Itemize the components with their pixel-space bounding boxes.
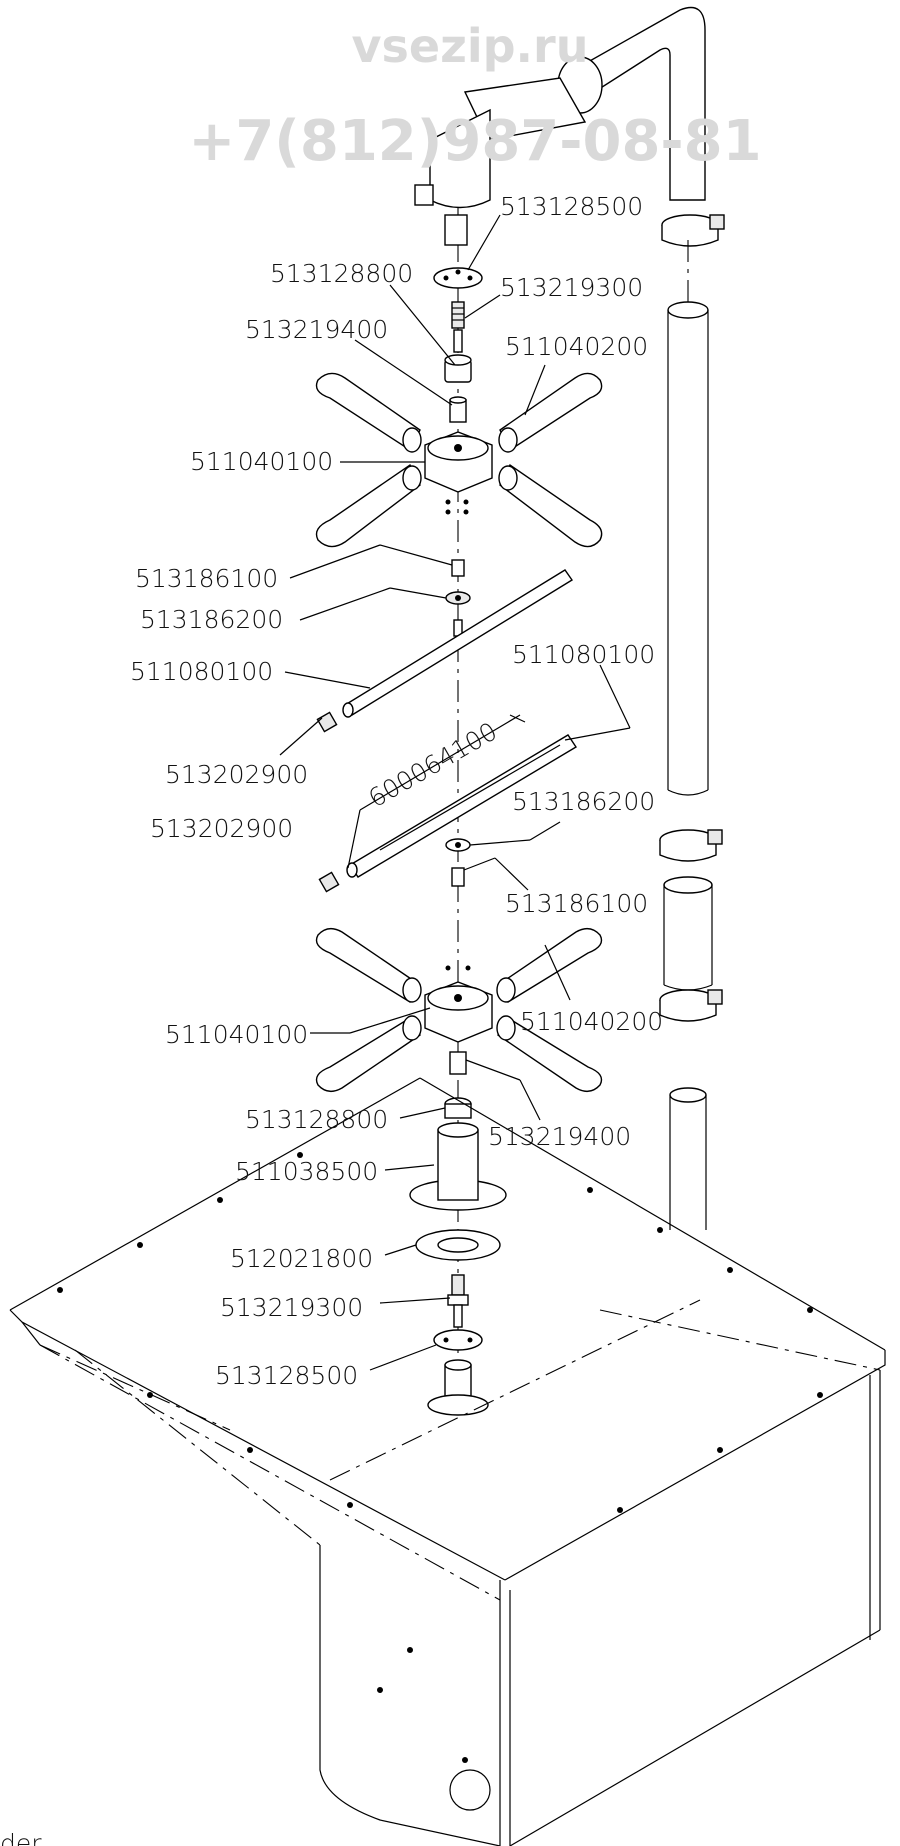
callout-label: 511038500 <box>235 1157 378 1186</box>
crossbar-tube <box>342 569 573 718</box>
end-cap <box>316 711 338 733</box>
spacer-upper <box>451 559 465 577</box>
spacer-lower <box>451 867 465 887</box>
hose-clamp <box>659 989 723 1022</box>
lower-spray-arm <box>315 927 603 1093</box>
callout-label: 513128800 <box>245 1105 388 1134</box>
callout-label: 513186100 <box>135 564 278 593</box>
slotted-bar <box>346 734 577 878</box>
callout-label: 513219300 <box>220 1293 363 1322</box>
washer-lower <box>445 838 471 852</box>
watermark-phone: +7(812)987-08-81 <box>188 109 761 174</box>
supply-pipe-assembly <box>463 6 725 1230</box>
vertical-pipe <box>667 301 709 796</box>
leader-lines <box>279 214 631 1371</box>
bearing-plate-top <box>433 267 483 289</box>
bottom-fitting <box>427 1359 489 1416</box>
washer-upper <box>445 591 471 605</box>
callout-label: 511080100 <box>512 640 655 669</box>
tank-frame <box>9 1077 886 1846</box>
threaded-axle-top <box>451 301 465 353</box>
bushing-top <box>449 396 467 423</box>
callout-label: 513128500 <box>500 192 643 221</box>
upper-fitting <box>414 108 491 246</box>
pipe-sleeve <box>663 876 713 991</box>
bearing-plate-lower <box>433 1329 483 1351</box>
callout-label: 511080100 <box>130 657 273 686</box>
gasket <box>415 1229 501 1261</box>
hose-clamp <box>661 214 725 247</box>
pipe-stub <box>669 1087 707 1230</box>
callout-label: 513202900 <box>150 814 293 843</box>
end-cap-lower <box>318 871 340 893</box>
bushing-lower <box>449 1051 467 1075</box>
callout-label: 511040200 <box>520 1007 663 1036</box>
frame-holes <box>57 1152 823 1763</box>
hub-nut-top <box>444 354 472 383</box>
callout-label: 513219300 <box>500 273 643 302</box>
callout-label: 513186100 <box>505 889 648 918</box>
standpipe <box>409 1122 507 1211</box>
hub-nut-lower <box>444 1097 472 1119</box>
callout-label: 513128800 <box>270 259 413 288</box>
part-callouts: 513128500 513128800 513219300 513219400 … <box>130 192 663 1390</box>
callout-label: 513202900 <box>165 760 308 789</box>
hose-clamp <box>659 829 723 862</box>
callout-label: 513128500 <box>215 1361 358 1390</box>
callout-label: 513186200 <box>140 605 283 634</box>
threaded-axle-lower <box>447 1274 469 1328</box>
callout-label: 512021800 <box>230 1244 373 1273</box>
callout-label: 511040100 <box>165 1020 308 1049</box>
callout-label: 513219400 <box>245 315 388 344</box>
callout-label: 513219400 <box>488 1122 631 1151</box>
callout-label: 513186200 <box>512 787 655 816</box>
footer-text-fragment: der <box>0 1829 42 1846</box>
upper-spray-arm <box>315 372 603 548</box>
callout-label: 511040100 <box>190 447 333 476</box>
watermark-site: vsezip.ru <box>352 19 589 73</box>
callout-label: 511040200 <box>505 332 648 361</box>
